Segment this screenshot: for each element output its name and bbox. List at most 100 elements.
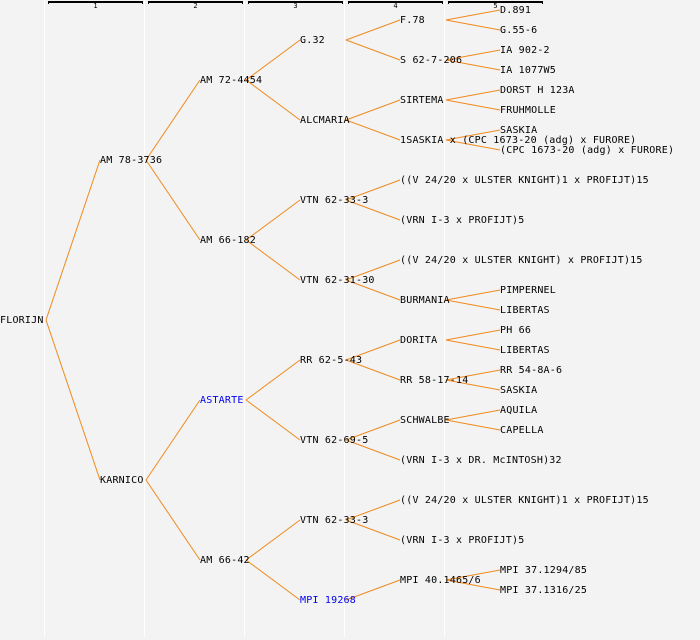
connector-line: [345, 259, 401, 281]
pedigree-node: KARNICO: [100, 475, 144, 486]
connector-line: [445, 99, 501, 111]
pedigree-node: S 62-7-206: [400, 55, 463, 66]
pedigree-node: VTN 62-31-30: [300, 275, 375, 286]
pedigree-node: (CPC 1673-20 (adg) x FURORE): [500, 145, 675, 156]
pedigree-node: (VRN I-3 x PROFIJT)5: [400, 215, 525, 226]
pedigree-node: BURMANIA: [400, 295, 450, 306]
pedigree-node: F.78: [400, 15, 425, 26]
connector-line: [445, 59, 501, 71]
connector-line: [445, 339, 501, 351]
connector-line: [445, 419, 501, 431]
pedigree-node[interactable]: ASTARTE: [200, 395, 244, 406]
pedigree-node: IA 1077W5: [500, 65, 556, 76]
connector-line: [445, 129, 501, 141]
pedigree-node: SASKIA: [500, 385, 538, 396]
pedigree-node[interactable]: MPI 19268: [300, 595, 356, 606]
pedigree-node: DORITA: [400, 335, 438, 346]
connector-line: [245, 39, 301, 81]
generation-number: 1: [93, 2, 98, 10]
connector-line: [345, 179, 401, 201]
column-separator: [44, 0, 45, 637]
pedigree-node: SIRTEMA: [400, 95, 444, 106]
connector-line: [345, 519, 401, 541]
connector-line: [345, 119, 401, 141]
pedigree-node: RR 58-17-14: [400, 375, 469, 386]
pedigree-node: G.32: [300, 35, 325, 46]
pedigree-node: RR 54-8A-6: [500, 365, 563, 376]
pedigree-node: (VRN I-3 x PROFIJT)5: [400, 535, 525, 546]
connector-line: [245, 199, 301, 241]
connector-line: [245, 399, 301, 441]
pedigree-node: AQUILA: [500, 405, 538, 416]
column-separator: [244, 0, 245, 637]
connector-line: [345, 279, 401, 301]
column-separator: [444, 0, 445, 637]
connector-line: [345, 499, 401, 521]
pedigree-node: (VRN I-3 x DR. McINTOSH)32: [400, 455, 562, 466]
connector-line: [345, 339, 401, 361]
connector-line: [445, 579, 501, 591]
connector-line: [445, 299, 501, 311]
connector-line: [445, 289, 501, 301]
connector-line: [345, 39, 401, 61]
pedigree-node: AM 66-42: [200, 555, 250, 566]
pedigree-node: MPI 40.1465/6: [400, 575, 481, 586]
connector-line: [345, 419, 401, 441]
connector-line: [445, 139, 501, 151]
generation-header-2: 2: [148, 0, 243, 12]
connector-line: [345, 359, 401, 381]
pedigree-node: AM 72-4454: [200, 75, 263, 86]
generation-header-1: 1: [48, 0, 143, 12]
pedigree-node: PH 66: [500, 325, 532, 336]
pedigree-node: VTN 62-33-3: [300, 515, 369, 526]
pedigree-node: IA 902-2: [500, 45, 550, 56]
connector-line: [345, 99, 401, 121]
generation-header-5: 5: [448, 0, 543, 12]
pedigree-node: MPI 37.1294/85: [500, 565, 588, 576]
connector-line: [345, 579, 401, 601]
connector-line: [445, 9, 501, 21]
generation-number: 4: [393, 2, 398, 10]
connector-line: [145, 479, 201, 561]
connector-line: [345, 199, 401, 221]
connector-line: [145, 399, 201, 481]
connector-line: [245, 559, 301, 601]
generation-header-3: 3: [248, 0, 343, 12]
pedigree-node: LIBERTAS: [500, 345, 550, 356]
generation-bracket: [348, 1, 443, 4]
pedigree-node: AM 78-3736: [100, 155, 163, 166]
connector-line: [245, 239, 301, 281]
pedigree-node: ((V 24/20 x ULSTER KNIGHT)1 x PROFIJT)15: [400, 495, 649, 506]
pedigree-node: 1SASKIA x (CPC 1673-20 (adg) x FURORE): [400, 135, 637, 146]
pedigree-node: RR 62-5-43: [300, 355, 363, 366]
column-separator: [344, 0, 345, 637]
connector-line: [445, 49, 501, 61]
generation-number: 5: [493, 2, 498, 10]
pedigree-node: LIBERTAS: [500, 305, 550, 316]
pedigree-node: ((V 24/20 x ULSTER KNIGHT) x PROFIJT)15: [400, 255, 643, 266]
connector-line: [145, 159, 201, 241]
generation-number: 3: [293, 2, 298, 10]
pedigree-node: D.891: [500, 5, 532, 16]
connector-line: [145, 79, 201, 161]
pedigree-node: ALCMARIA: [300, 115, 350, 126]
pedigree-node: VTN 62-33-3: [300, 195, 369, 206]
generation-header-4: 4: [348, 0, 443, 12]
pedigree-node: SCHWALBE: [400, 415, 450, 426]
root-node: FLORIJN: [0, 315, 44, 326]
connector-line: [445, 329, 501, 341]
connector-line: [445, 569, 501, 581]
connector-line: [345, 19, 401, 41]
pedigree-node: CAPELLA: [500, 425, 544, 436]
pedigree-node: ((V 24/20 x ULSTER KNIGHT)1 x PROFIJT)15: [400, 175, 649, 186]
connector-line: [245, 519, 301, 561]
connector-line: [445, 19, 501, 31]
generation-bracket: [48, 1, 143, 4]
connector-line: [45, 319, 101, 481]
generation-bracket: [248, 1, 343, 4]
pedigree-node: G.55-6: [500, 25, 538, 36]
column-separator: [144, 0, 145, 637]
connector-line: [445, 409, 501, 421]
